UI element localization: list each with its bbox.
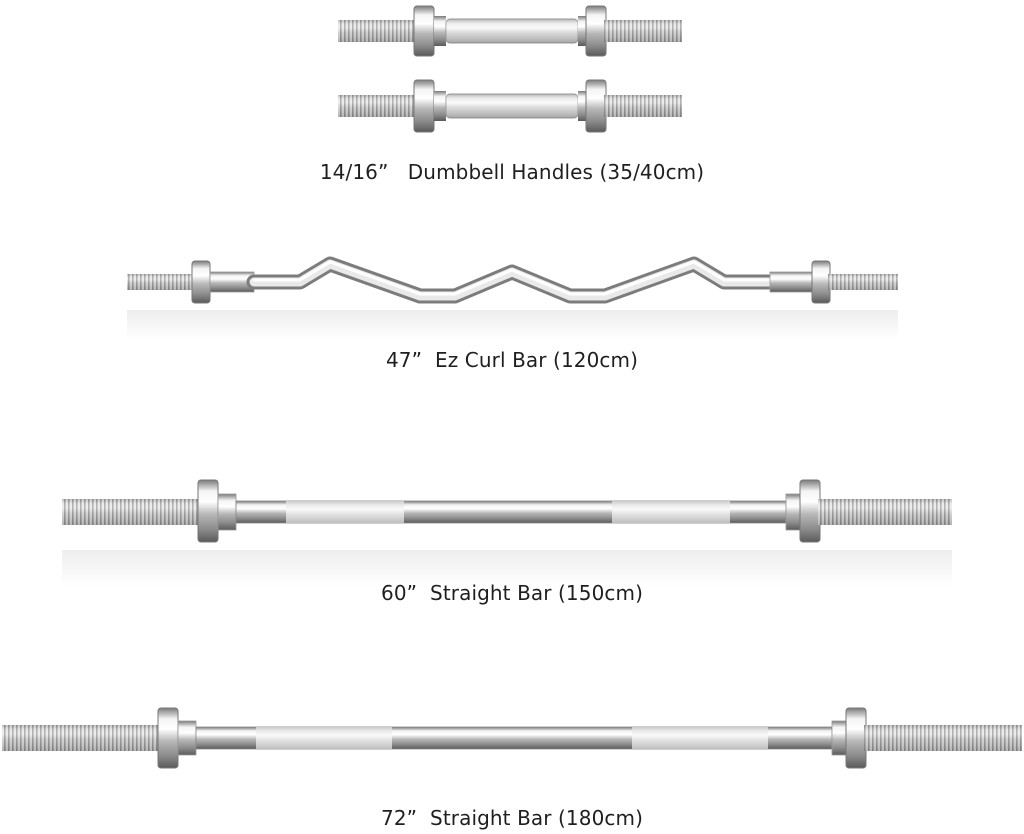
ez-curl-bar-image	[127, 256, 898, 340]
straight-bar-60-image	[62, 479, 952, 586]
dumbbell-handle-image	[338, 79, 682, 133]
straight-bar-72-caption: 72” Straight Bar (180cm)	[381, 806, 643, 830]
ez-curl-bar-caption: 47” Ez Curl Bar (120cm)	[385, 348, 638, 372]
dumbbell-handle-image	[338, 5, 682, 57]
straight-bar-60-caption: 60” Straight Bar (150cm)	[381, 581, 643, 605]
dumbbell-handles-caption: 14/16” Dumbbell Handles (35/40cm)	[319, 160, 705, 184]
straight-bar-72-image	[2, 707, 1022, 769]
